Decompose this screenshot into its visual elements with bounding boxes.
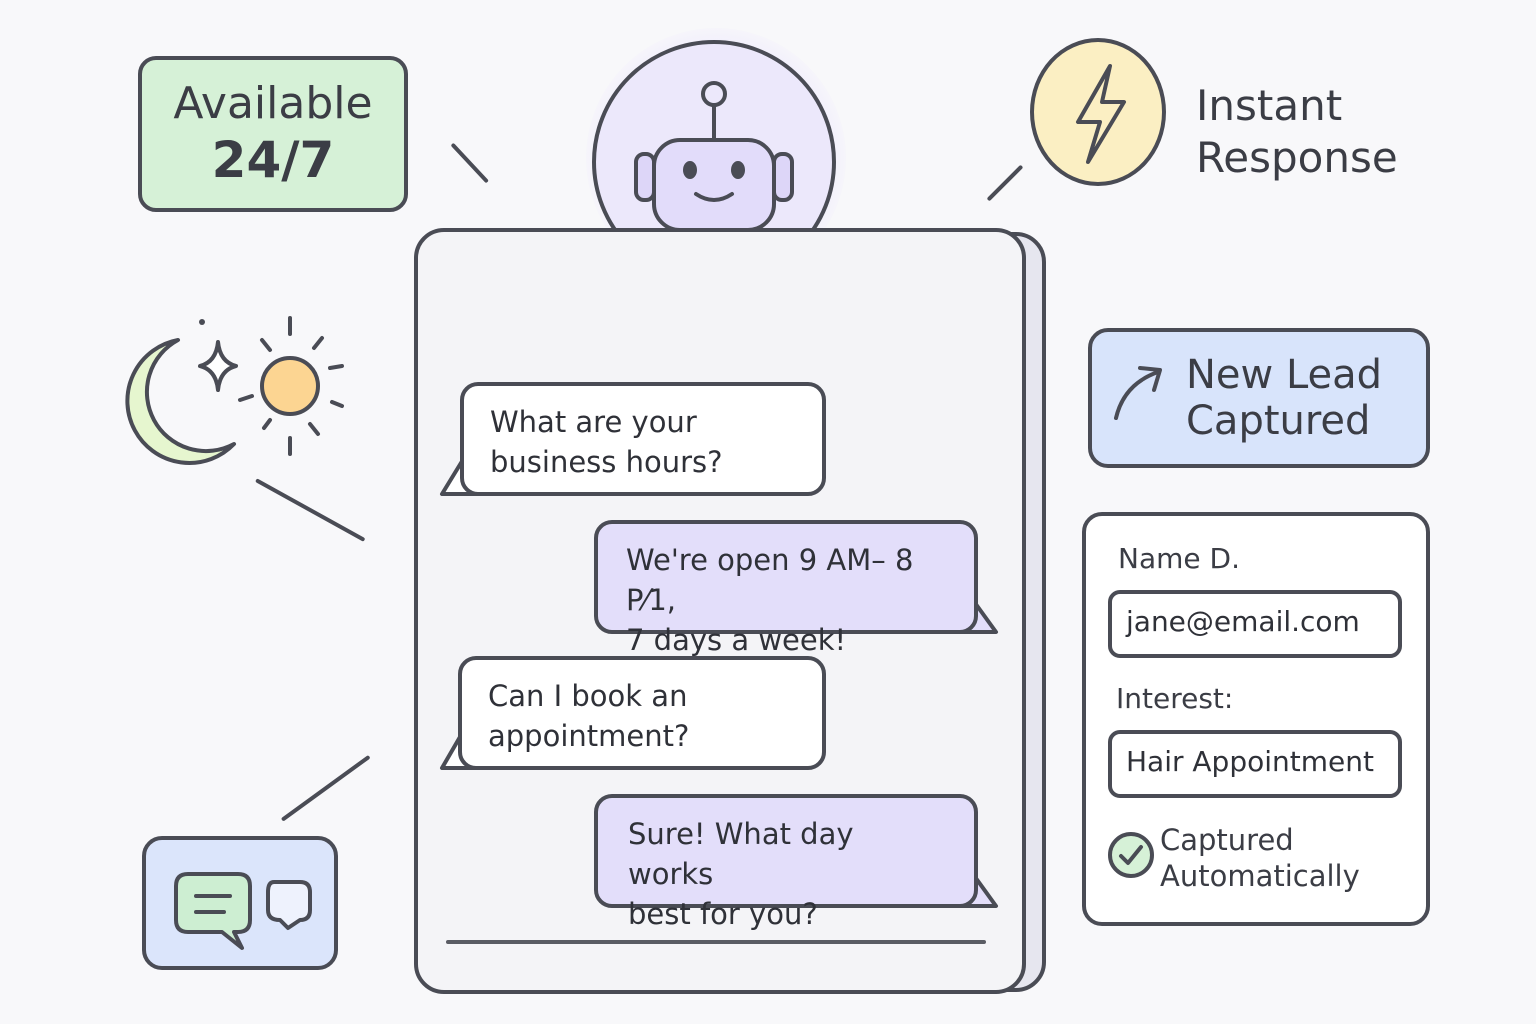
new-lead-badge: New Lead Captured (1088, 328, 1430, 468)
interest-field[interactable]: Hair Appointment (1108, 730, 1402, 798)
chat-message-user: Can I book an appointment? (458, 656, 826, 770)
available-badge: Available 24/7 (138, 56, 408, 212)
instant-response-label: Instant Response (1196, 80, 1398, 184)
moon-icon (125, 338, 236, 465)
captured-line2: Automatically (1160, 859, 1360, 893)
lead-label-line2: Captured (1186, 398, 1371, 444)
message-text-line1: Sure! What day works (628, 817, 854, 891)
lightning-bolt-icon (1076, 64, 1126, 164)
message-text-line2: best for you? (628, 897, 818, 931)
available-label: Available (173, 78, 373, 129)
captured-line1: Captured (1160, 823, 1294, 857)
available-hours: 24/7 (211, 131, 335, 189)
message-text-line2: 7 days a week! (626, 623, 847, 657)
email-field[interactable]: jane@email.com (1108, 590, 1402, 658)
chat-message-bot: We're open 9 AM– 8 P⁄1, 7 days a week! (594, 520, 978, 657)
name-label: Name D. (1118, 542, 1240, 575)
instant-label-line2: Response (1196, 133, 1398, 182)
message-text-line2: appointment? (488, 719, 690, 753)
chat-message-bot: Sure! What day works best for you? (594, 794, 978, 931)
connector-instant (986, 164, 1024, 202)
chat-bubbles-icon (174, 872, 312, 950)
message-text-line2: business hours? (490, 445, 723, 479)
instant-response-icon-circle (1030, 38, 1166, 186)
chat-input-divider (446, 940, 986, 944)
lead-label-line1: New Lead (1186, 352, 1383, 398)
message-text-line1: Can I book an (488, 679, 688, 713)
robot-icon (634, 81, 794, 232)
chat-message-user: What are your business hours? (460, 382, 826, 496)
connector-chat (280, 754, 371, 822)
message-text-line1: What are your (490, 405, 697, 439)
star-icon (198, 319, 238, 392)
new-lead-label: New Lead Captured (1186, 352, 1382, 444)
message-text-line1: We're open 9 AM– 8 P⁄1, (626, 543, 914, 617)
captured-status: Captured Automatically (1160, 822, 1360, 894)
instant-label-line1: Instant (1196, 81, 1343, 130)
connector-available (450, 142, 489, 184)
interest-label: Interest: (1116, 682, 1234, 715)
connector-daynight (255, 478, 366, 542)
arrow-up-right-icon (1114, 366, 1162, 420)
sun-icon (238, 316, 344, 456)
day-night-icons (125, 316, 344, 465)
check-circle-icon (1108, 832, 1154, 878)
